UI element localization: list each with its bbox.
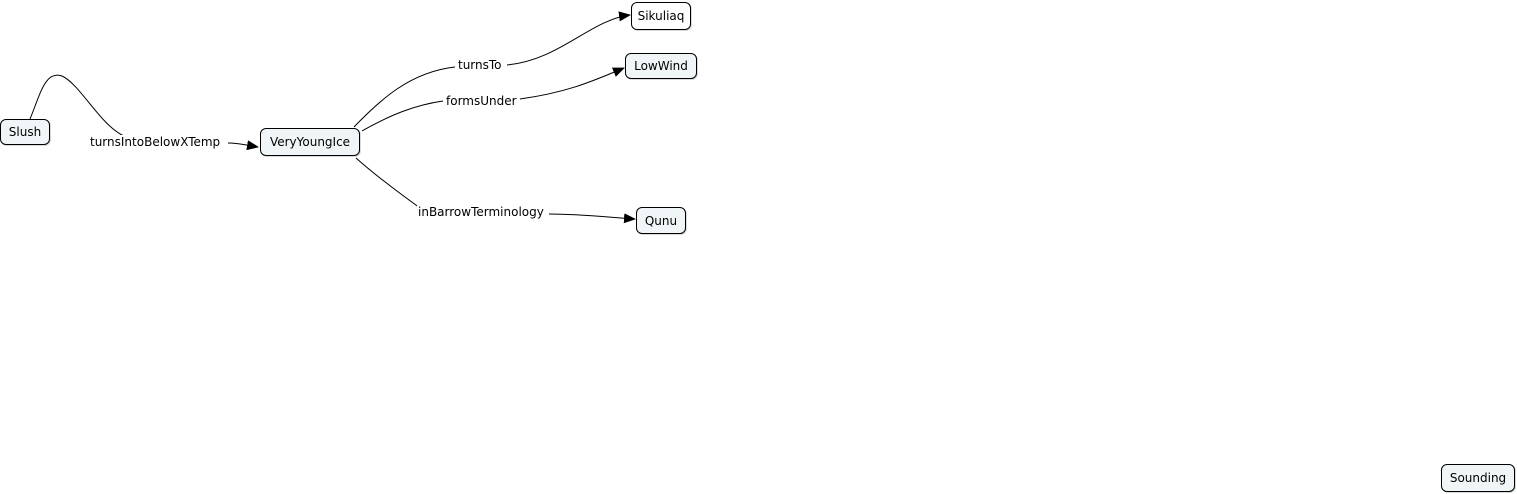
edge-veryyoungice-to-inbarrow: [355, 157, 421, 209]
node-sounding[interactable]: Sounding: [1441, 464, 1515, 492]
edge-label-turnsintobelowxtemp: turnsIntoBelowXTemp: [89, 135, 222, 149]
node-low-wind[interactable]: LowWind: [625, 53, 697, 79]
node-qunu[interactable]: Qunu: [636, 207, 686, 234]
node-slush[interactable]: Slush: [0, 119, 50, 145]
edge-label-to-veryyoungice: [227, 140, 259, 151]
edge-label-inbarrowterminology: inBarrowTerminology: [417, 205, 545, 219]
edge-inbarrow-to-qunu: [548, 213, 636, 224]
edge-formsunder-to-lowwind: [519, 67, 625, 100]
node-sikuliaq[interactable]: Sikuliaq: [631, 2, 691, 30]
edge-turnsto-to-sikuliaq: [506, 11, 631, 66]
node-very-young-ice[interactable]: VeryYoungIce: [260, 128, 360, 156]
edge-slush-to-label: [29, 74, 125, 137]
edge-label-formsunder: formsUnder: [445, 94, 518, 108]
edge-veryyoungice-to-formsunder: [361, 100, 444, 132]
edge-veryyoungice-to-turnsto: [353, 66, 456, 128]
edge-label-turnsto: turnsTo: [457, 58, 503, 72]
